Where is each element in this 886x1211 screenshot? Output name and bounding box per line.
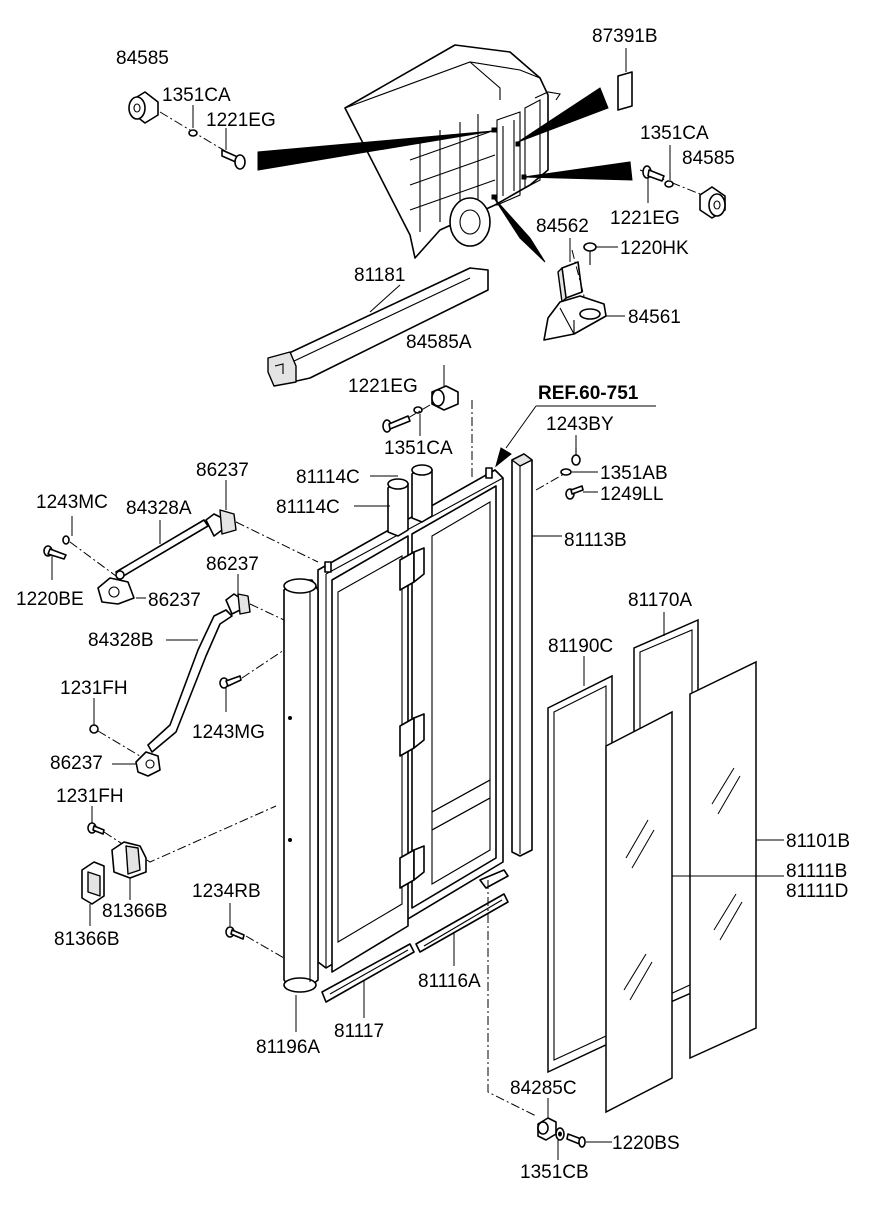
screw-1231FH-b bbox=[87, 822, 105, 835]
bracket-81366B-a bbox=[111, 841, 147, 879]
label-81366B-a: 81366B bbox=[102, 901, 168, 922]
label-1231FH-b: 1231FH bbox=[56, 786, 124, 807]
washer-1351AB bbox=[560, 468, 572, 476]
label-1351CA-mid: 1351CA bbox=[384, 438, 453, 459]
trim-strip-81113B bbox=[511, 453, 533, 857]
label-1351CB: 1351CB bbox=[520, 1162, 589, 1183]
label-86237-b: 86237 bbox=[206, 554, 259, 575]
screw-1234RB bbox=[225, 926, 245, 940]
label-84285C: 84285C bbox=[510, 1078, 577, 1099]
label-84585A: 84585A bbox=[406, 332, 472, 353]
label-86237-c: 86237 bbox=[148, 590, 201, 611]
door-frame-assembly bbox=[317, 464, 504, 973]
label-plate-87391B bbox=[617, 71, 633, 111]
label-1243MC: 1243MC bbox=[36, 492, 108, 513]
screw-1231FH-a bbox=[89, 724, 99, 734]
bolt-1221EG-mid bbox=[382, 415, 411, 433]
rod-84328A bbox=[115, 519, 209, 580]
strip-81116A bbox=[415, 869, 509, 953]
label-81116A: 81116A bbox=[418, 971, 481, 992]
label-81366B-b: 81366B bbox=[54, 929, 120, 950]
label-84328A: 84328A bbox=[126, 498, 192, 519]
label-84585-top-left: 84585 bbox=[116, 48, 169, 69]
label-81111B: 81111B bbox=[786, 861, 847, 882]
washer-1351CB bbox=[555, 1127, 565, 1141]
end-cap-84585-left bbox=[128, 91, 159, 124]
label-86237-d: 86237 bbox=[50, 753, 103, 774]
rod-84328B bbox=[147, 609, 233, 753]
bolt-1221EG-right bbox=[642, 165, 665, 182]
label-1243BY: 1243BY bbox=[546, 414, 614, 435]
label-81181: 81181 bbox=[354, 265, 405, 286]
bracket-81366B-b bbox=[81, 861, 105, 905]
rail-81181 bbox=[267, 267, 489, 387]
pointer-wedges bbox=[257, 87, 633, 263]
label-81114C-b: 81114C bbox=[276, 497, 340, 518]
bus-rear-illustration bbox=[344, 44, 561, 259]
label-1221EG-mid: 1221EG bbox=[348, 376, 418, 397]
glass-81101B bbox=[689, 660, 757, 1060]
label-84562: 84562 bbox=[536, 216, 589, 237]
label-1220BS: 1220BS bbox=[612, 1133, 680, 1154]
strip-81117 bbox=[321, 943, 415, 1003]
label-81196A: 81196A bbox=[256, 1037, 320, 1058]
label-81113B: 81113B bbox=[564, 530, 627, 551]
label-84328B: 84328B bbox=[88, 630, 154, 651]
elbow-86237-c bbox=[225, 593, 251, 615]
label-1249LL: 1249LL bbox=[600, 484, 663, 505]
label-86237-a: 86237 bbox=[196, 460, 249, 481]
label-81101B: 81101B bbox=[786, 831, 850, 852]
bolt-1221EG-left bbox=[221, 149, 246, 170]
bolt-1220BS bbox=[566, 1133, 586, 1148]
label-1221EG-top-left: 1221EG bbox=[206, 110, 276, 131]
label-81190C: 81190C bbox=[548, 636, 613, 657]
glass-81111B bbox=[605, 710, 673, 1114]
label-1351CA-right: 1351CA bbox=[640, 123, 709, 144]
label-81111D: 81111D bbox=[786, 881, 848, 902]
label-1220HK: 1220HK bbox=[620, 238, 689, 259]
label-1234RB: 1234RB bbox=[192, 881, 261, 902]
label-81114C-a: 81114C bbox=[296, 467, 360, 488]
washer-1351CA-right bbox=[664, 180, 674, 188]
screw-1220HK bbox=[583, 242, 597, 265]
label-ref-60-751: REF.60-751 bbox=[538, 383, 639, 404]
glass-81190C bbox=[547, 674, 613, 1074]
label-1220BE: 1220BE bbox=[16, 589, 84, 610]
screw-1243MC bbox=[62, 535, 70, 545]
part-labels: 84585 1351CA 1221EG 87391B 1351CA 84585 … bbox=[16, 26, 850, 1183]
screw-1243BY bbox=[571, 448, 581, 466]
label-87391B: 87391B bbox=[592, 26, 658, 47]
label-81170A: 81170A bbox=[628, 590, 692, 611]
label-1231FH-a: 1231FH bbox=[60, 678, 128, 699]
label-84585-right: 84585 bbox=[682, 148, 735, 169]
pillar-81196A bbox=[283, 578, 319, 993]
label-84561: 84561 bbox=[628, 307, 681, 328]
washer-1351CA-mid bbox=[413, 406, 423, 414]
cap-84585A bbox=[431, 385, 459, 411]
bracket-86237-d bbox=[135, 751, 161, 777]
elbow-86237-a bbox=[205, 509, 237, 537]
screw-1220BE bbox=[43, 545, 67, 560]
cap-84285C bbox=[537, 1117, 557, 1141]
label-1351CA-top-left: 1351CA bbox=[162, 85, 231, 106]
bracket-86237-b bbox=[97, 577, 135, 605]
screw-1243MG bbox=[219, 675, 242, 689]
label-1351AB: 1351AB bbox=[600, 463, 668, 484]
label-1243MG: 1243MG bbox=[192, 722, 265, 743]
label-1221EG-right: 1221EG bbox=[610, 208, 680, 229]
washer-1351CA-left bbox=[188, 129, 198, 137]
mount-84561 bbox=[543, 295, 607, 341]
label-81117: 81117 bbox=[334, 1021, 384, 1042]
screw-1249LL bbox=[565, 485, 584, 500]
end-cap-84585-right bbox=[699, 186, 726, 219]
